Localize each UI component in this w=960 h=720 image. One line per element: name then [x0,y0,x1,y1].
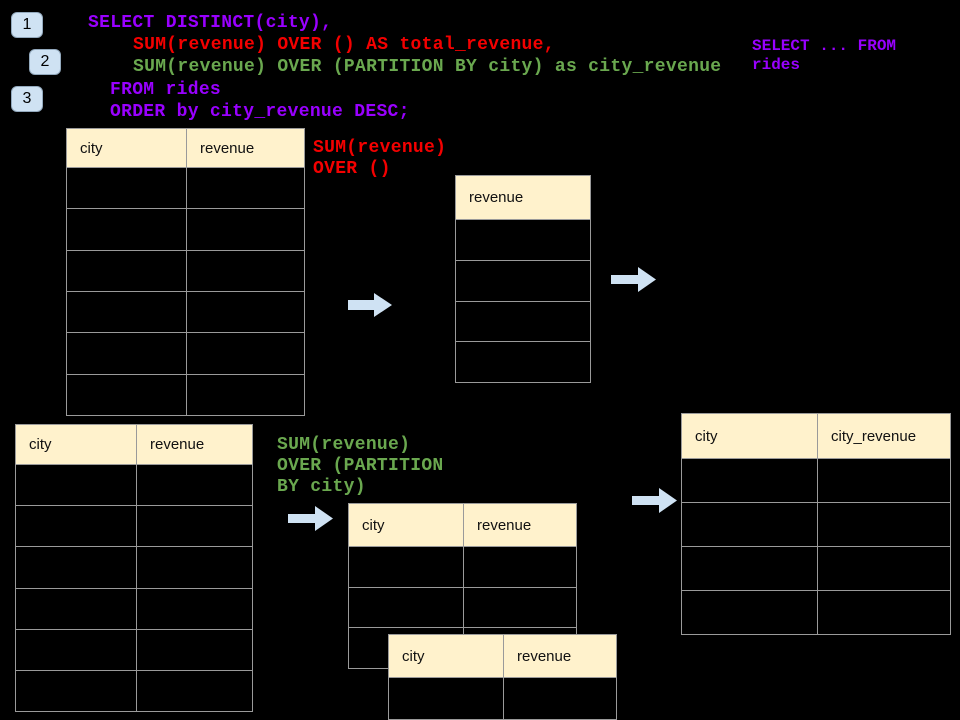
sql-line-partition: SUM(revenue) OVER (PARTITION BY city) as… [133,57,722,77]
table-row [349,547,576,588]
column-header-city-revenue: city_revenue [831,427,917,445]
annotation-partition-line2: OVER (PARTITION [277,456,444,476]
table-body [16,465,252,712]
column-header-revenue: revenue [477,516,532,534]
table-row [67,250,304,292]
column-header-city: city [389,635,504,677]
table-header-row: city revenue [67,129,304,168]
table-row [16,629,252,671]
table-row [456,342,590,382]
table-row [67,374,304,415]
table-row [16,547,252,589]
table-row [682,591,950,634]
flow-arrow-result [632,488,677,513]
table-header-row: city revenue [16,425,252,465]
table-row [67,168,304,210]
table-row [682,503,950,547]
flow-arrow-total-2 [611,267,656,292]
sql-line-from: FROM rides [110,80,222,100]
annotation-partition-line1: SUM(revenue) [277,435,411,455]
table-header-row: revenue [456,176,590,220]
table-row [456,302,590,343]
step-badge-3: 3 [11,86,43,112]
table-row [67,209,304,251]
column-header-revenue: revenue [200,139,255,157]
table-body [67,168,304,415]
flow-arrow-partition-1 [288,506,333,531]
sql-line-total: SUM(revenue) OVER () AS total_revenue, [133,35,555,55]
table-result-city-revenue: city city_revenue [681,413,951,635]
column-header-city: city [67,129,187,167]
table-total-revenue: revenue [455,175,591,383]
column-header-city: city [682,414,818,458]
table-header-row: city revenue [349,504,576,547]
table-row [16,506,252,548]
table-body [456,220,590,382]
table-source-rides-top: city revenue [66,128,305,416]
table-row [67,291,304,334]
table-row [682,547,950,591]
column-header-revenue: revenue [469,189,524,206]
column-header-revenue: revenue [150,436,205,453]
step-badge-1: 1 [11,12,43,38]
table-row [456,261,590,302]
column-header-city: city [349,504,464,546]
table-row [389,678,616,720]
table-partition-step-2: city revenue [388,634,617,720]
annotation-total-line1: SUM(revenue) [313,138,447,158]
column-header-city: city [16,425,137,464]
annotation-total-line2: OVER () [313,159,391,179]
annotation-partition-line3: BY city) [277,477,366,497]
table-row [349,587,576,629]
annotation-from-rides-line1: SELECT ... FROM [752,37,897,55]
table-body [389,678,616,720]
table-header-row: city revenue [389,635,616,678]
annotation-total-revenue: SUM(revenue)OVER () [313,138,446,180]
table-row [67,333,304,375]
table-row [16,670,252,712]
sql-line-order: ORDER by city_revenue DESC; [110,102,410,122]
table-row [682,459,950,503]
column-header-revenue: revenue [517,647,572,665]
annotation-from-rides-line2: rides [752,56,801,74]
flow-arrow-total-1 [348,293,392,317]
step-badge-2: 2 [29,49,61,75]
table-row [16,465,252,507]
table-source-rides-bottom: city revenue [15,424,253,712]
table-partition-step-1: city revenue [348,503,577,669]
table-body [682,459,950,634]
table-header-row: city city_revenue [682,414,950,459]
sql-line-select: SELECT DISTINCT(city), [88,13,333,33]
table-row [16,588,252,630]
table-row [456,220,590,261]
